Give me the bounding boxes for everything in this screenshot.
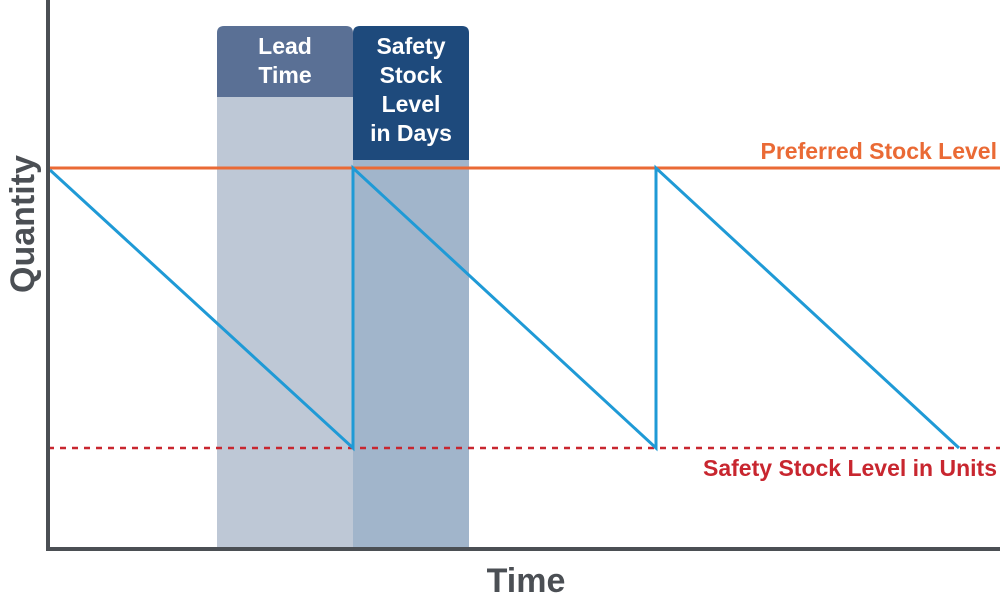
y-axis-title: Quantity xyxy=(4,155,42,293)
preferred-stock-level-label: Preferred Stock Level xyxy=(760,138,997,164)
safety-stock-days-label-line-2: Stock xyxy=(380,62,443,88)
lead-time-label-line-1: Lead xyxy=(258,33,312,59)
lead-time-header xyxy=(217,26,353,97)
safety-stock-days-label-line-1: Safety xyxy=(376,33,445,59)
safety-stock-days-label-line-3: Level xyxy=(382,91,441,117)
safety-stock-days-label-line-4: in Days xyxy=(370,120,452,146)
lead-time-label-line-2: Time xyxy=(258,62,311,88)
safety-stock-days-header xyxy=(353,26,469,160)
safety-stock-level-label: Safety Stock Level in Units xyxy=(703,455,997,481)
inventory-sawtooth-line xyxy=(48,164,961,452)
lead-time-band xyxy=(217,97,353,550)
x-axis-title: Time xyxy=(487,562,566,600)
safety-stock-days-band xyxy=(353,160,469,550)
